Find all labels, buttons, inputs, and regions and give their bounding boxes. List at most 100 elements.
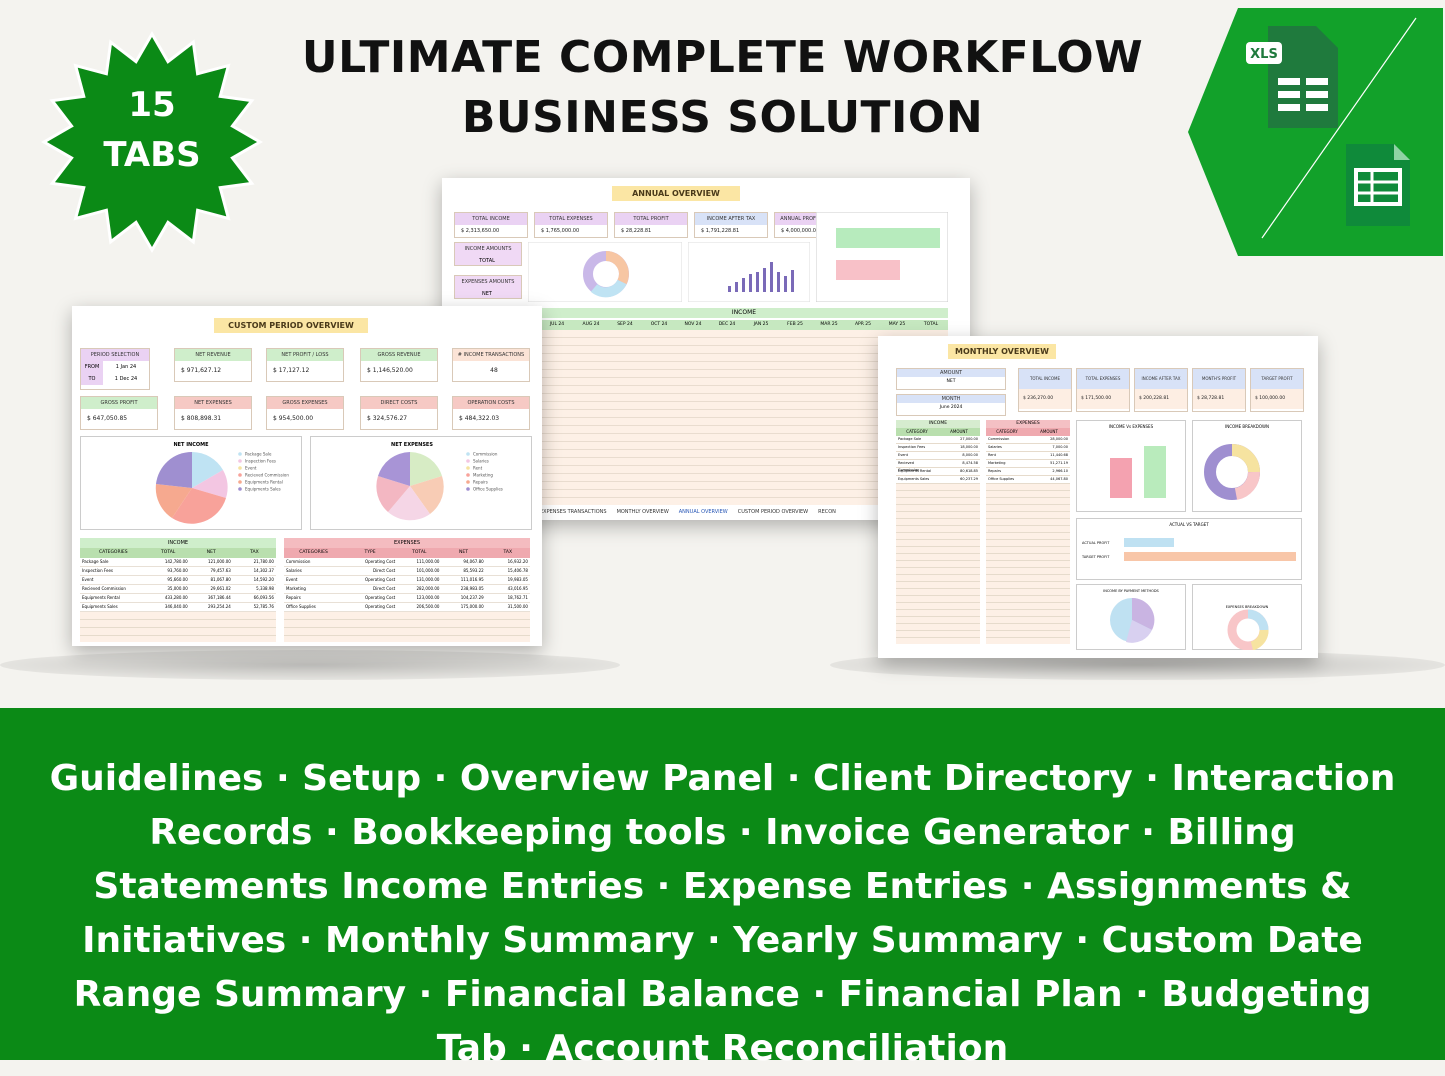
custom-kpi-label: # INCOME TRANSACTIONS: [453, 349, 529, 361]
expenses-net-value: NET: [482, 291, 492, 297]
legend-swatch: [466, 473, 470, 477]
monthly-overview-screenshot: MONTHLY OVERVIEW AMOUNT NET MONTH June 2…: [878, 336, 1318, 658]
income_table-col-header: TOTAL: [161, 550, 176, 555]
legend-swatch: [466, 480, 470, 484]
legend-swatch: [238, 466, 242, 470]
table-cell: 2,966.10: [1052, 469, 1068, 473]
sheet-tab-1[interactable]: EXPENSES TRANSACTIONS: [540, 509, 607, 515]
expenses_table-col-header: NET: [459, 550, 469, 555]
month-header: AUG 24: [582, 322, 600, 327]
legend-swatch: [238, 459, 242, 463]
monthly-profit-chart: [688, 242, 810, 302]
expenses_table-col-header: TOTAL: [412, 550, 427, 555]
features-band: [0, 708, 1445, 1060]
income-by-payment-title: INCOME BY PAYMENT METHODS: [1103, 589, 1159, 593]
table-cell: Operating Cost: [364, 595, 396, 600]
month-label: MONTH: [897, 395, 1005, 403]
table-cell: 31,500.00: [507, 604, 528, 609]
table-cell: Direct Cost: [373, 586, 396, 591]
table-cell: Direct Cost: [373, 568, 396, 573]
table-cell: 15,406.78: [507, 568, 528, 573]
custom-kpi-value: $ 17,127.12: [273, 367, 310, 374]
custom-kpi-label: OPERATION COSTS: [453, 397, 529, 409]
xls-label: XLS: [1250, 47, 1278, 62]
table-cell: Operating Cost: [364, 604, 396, 609]
table-cell: 8,474.58: [962, 461, 978, 465]
legend-label: Recieved Commission: [245, 473, 289, 478]
table-cell: 52,785.76: [253, 604, 274, 609]
custom-period-overview-screenshot: CUSTOM PERIOD OVERVIEW PERIOD SELECTION …: [72, 306, 542, 646]
table-cell: 93,760.00: [167, 568, 188, 573]
to-value[interactable]: 1 Dec 24: [114, 376, 138, 382]
legend-label: Rent: [473, 466, 483, 471]
annual-kpi-value: $ 1,791,228.81: [701, 228, 740, 234]
monthly-kpi-label: TOTAL INCOME: [1019, 369, 1071, 389]
table-cell: Office Supplies: [286, 604, 316, 609]
table-cell: 367,186.44: [207, 595, 231, 600]
net-expenses-chart: NET EXPENSES CommissionSalariesRentMarke…: [310, 436, 532, 530]
period-selection-label: PERIOD SELECTION: [81, 349, 149, 361]
table-cell: 142,780.00: [164, 559, 188, 564]
custom-kpi-value: $ 324,576.27: [367, 415, 408, 422]
custom-kpi-value: $ 971,627.12: [181, 367, 222, 374]
badge-number: 15: [128, 85, 176, 125]
expenses-breakdown-title: EXPENSES BREAKDOWN: [1226, 605, 1269, 609]
amount-selector[interactable]: AMOUNT NET: [896, 368, 1006, 390]
annual-kpi-label: TOTAL INCOME: [455, 213, 527, 225]
annual-kpi-card: TOTAL EXPENSES$ 1,765,000.00: [534, 212, 608, 238]
table-cell: 21,780.00: [253, 559, 274, 564]
table-cell: 80,618.85: [960, 469, 978, 473]
income-by-payment-chart: INCOME BY PAYMENT METHODS: [1076, 584, 1186, 650]
table-cell: Equipments Rental: [82, 595, 120, 600]
sheet-tab-4[interactable]: CUSTOM PERIOD OVERVIEW: [737, 509, 809, 515]
annual-kpi-value: $ 4,000,000.00: [781, 228, 820, 234]
from-value[interactable]: 1 Jan 24: [115, 364, 137, 370]
legend-label: Equipments Rental: [245, 480, 283, 485]
month-selector[interactable]: MONTH June 2024: [896, 394, 1006, 416]
sheet-shadow: [0, 650, 620, 680]
month-header: NOV 24: [684, 322, 702, 327]
income-amounts-selector[interactable]: INCOME AMOUNTS: [454, 242, 522, 266]
monthly-kpi-card: TARGET PROFIT$ 100,000.00: [1250, 368, 1304, 412]
annual-kpi-card: TOTAL PROFIT$ 28,228.81: [614, 212, 688, 238]
excel-icon: XLS: [1246, 26, 1338, 128]
monthly-kpi-value: $ 200,228.81: [1135, 389, 1187, 409]
table-cell: 175,000.00: [460, 604, 484, 609]
annual-kpi-label: INCOME AFTER TAX: [695, 213, 767, 225]
table-cell: 293,254.24: [207, 604, 231, 609]
table-cell: Commission: [988, 437, 1010, 441]
month-header: SEP 24: [617, 322, 633, 327]
annual-kpi-label: TOTAL EXPENSES: [535, 213, 607, 225]
table-cell: 79,457.63: [210, 568, 231, 573]
expenses_table-title: EXPENSES: [284, 538, 530, 548]
legend-label: Inspection Fees: [245, 459, 276, 464]
income-section-header: INCOME: [540, 308, 948, 318]
amount-value: NET: [946, 379, 956, 384]
table-cell: Operating Cost: [364, 559, 396, 564]
expenses_table-empty-rows: [284, 612, 530, 642]
table-cell: 11,440.68: [1050, 453, 1068, 457]
expenses-amounts-selector[interactable]: EXPENSES AMOUNTS: [454, 275, 522, 299]
custom-header: CUSTOM PERIOD OVERVIEW: [214, 318, 368, 333]
sheet-tab-5[interactable]: RECON: [818, 509, 836, 515]
annual-kpi-value: $ 2,313,650.00: [461, 228, 500, 234]
sheet-tab-2[interactable]: MONTHLY OVERVIEW: [616, 509, 669, 515]
monthly-income-breakdown-chart: INCOME BREAKDOWN: [1192, 420, 1302, 512]
title-line-2: BUSINESS SOLUTION: [461, 92, 984, 143]
month-header: OCT 24: [650, 322, 668, 327]
monthly-kpi-label: TOTAL EXPENSES: [1077, 369, 1129, 389]
sheet-tab-3[interactable]: ANNUAL OVERVIEW: [678, 509, 728, 515]
